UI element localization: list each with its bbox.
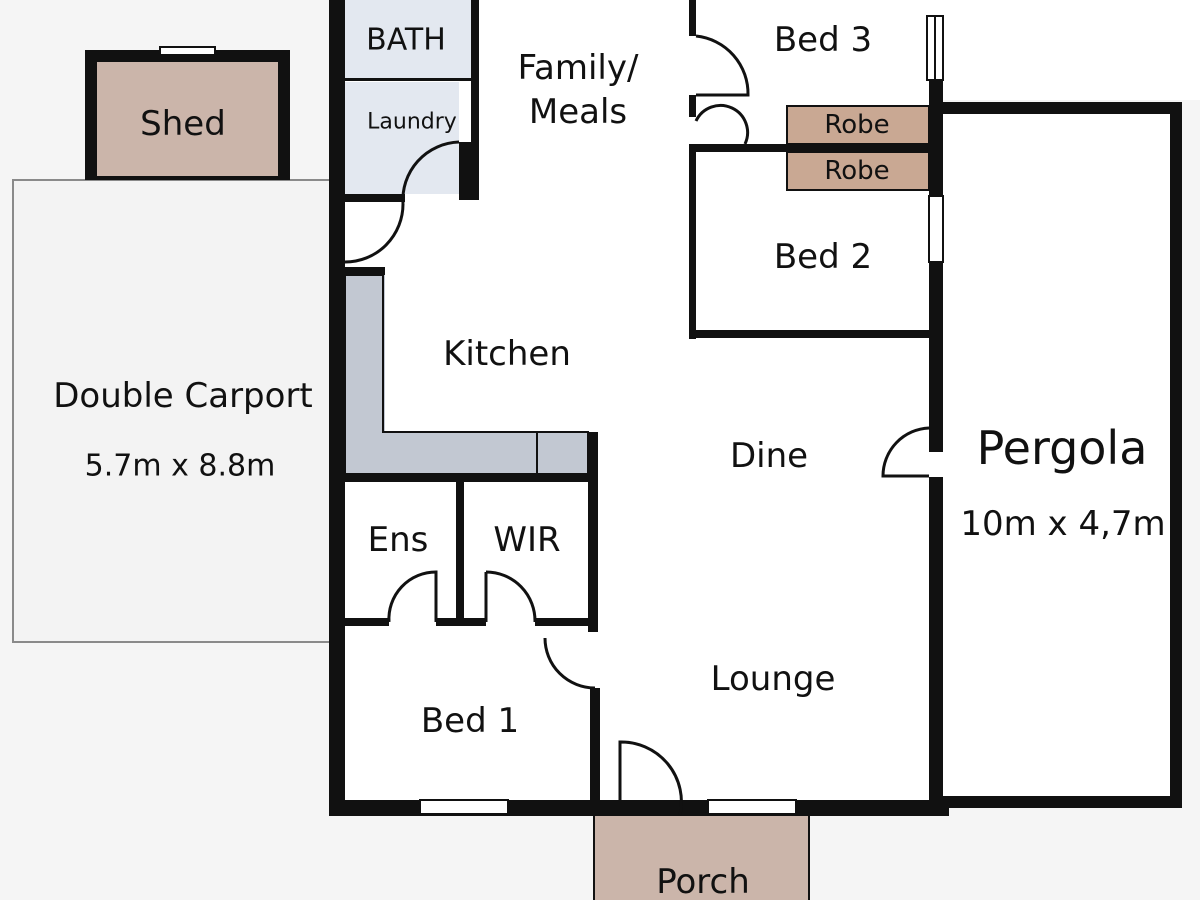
wall-ens-south-left — [345, 618, 389, 626]
meals-label: Meals — [529, 92, 627, 132]
carport-label: Double Carport — [53, 376, 313, 416]
bed1-label: Bed 1 — [421, 701, 519, 741]
lounge-label: Lounge — [711, 659, 836, 699]
bed2-window — [928, 195, 944, 263]
outdoor-strip — [941, 0, 1200, 100]
robe-lower-area — [786, 151, 930, 191]
wall-east — [929, 80, 943, 452]
wall-bed3-south — [689, 144, 935, 152]
wall-wir-east — [588, 432, 598, 632]
bed3-label: Bed 3 — [774, 20, 872, 60]
wall-bed2-south — [689, 330, 935, 338]
wall-ens-north — [345, 474, 598, 482]
laundry-label: Laundry — [367, 110, 457, 135]
wall-west — [329, 0, 345, 816]
laundry-internal-door[interactable] — [401, 140, 460, 205]
ens-label: Ens — [368, 520, 429, 560]
kitchen-label: Kitchen — [443, 334, 571, 374]
wall-bed2-west — [689, 144, 696, 339]
porch-label: Porch — [656, 862, 750, 900]
bed1-door[interactable] — [543, 637, 596, 690]
pergola-label: Pergola — [977, 421, 1148, 475]
pergola-size-label: 10m x 4,7m — [960, 504, 1165, 544]
laundry-door[interactable] — [344, 203, 405, 264]
robe-lower-label: Robe — [824, 156, 889, 186]
shed-label: Shed — [140, 104, 226, 144]
front-door[interactable] — [618, 740, 683, 816]
pergola-area — [941, 108, 1181, 808]
bath-label: BATH — [366, 23, 446, 58]
carport-size-label: 5.7m x 8.8m — [85, 449, 276, 484]
bed3-robe-door[interactable] — [694, 103, 750, 145]
wall-bed1-east — [590, 688, 600, 808]
pergola-bottom-wall — [941, 796, 1182, 808]
wall-ens-south-mid — [436, 618, 486, 626]
wall-bed3-west-mid — [689, 95, 696, 117]
wall-bed3-west — [689, 0, 696, 36]
robe-upper-label: Robe — [824, 110, 889, 140]
wir-label: WIR — [493, 520, 560, 560]
shed-area — [97, 62, 278, 176]
robe-upper-area — [786, 105, 930, 145]
pergola-top-wall — [941, 102, 1181, 114]
wir-door[interactable] — [484, 570, 537, 623]
pergola-door[interactable] — [881, 426, 930, 478]
wall-laundry-east — [459, 142, 473, 200]
kitchen-bench-bottom — [345, 433, 588, 473]
wall-ens-wir-divider — [456, 474, 464, 624]
dine-label: Dine — [730, 436, 808, 476]
wall-laundry-south — [345, 194, 405, 202]
bath-area — [345, 0, 471, 78]
bath-laundry-divider — [345, 78, 471, 81]
wall-bath-east — [471, 0, 479, 200]
pergola-right-wall — [1170, 102, 1182, 808]
ens-door[interactable] — [387, 570, 438, 623]
wall-wir-south — [535, 618, 598, 626]
laundry-area — [345, 82, 459, 194]
wall-kitchen-north — [345, 267, 385, 275]
porch-area — [593, 814, 810, 900]
bed2-label: Bed 2 — [774, 237, 872, 277]
shed-window — [159, 46, 216, 56]
bed3-door[interactable] — [695, 34, 750, 97]
bed1-window — [419, 799, 509, 815]
wall-east-lower — [929, 477, 943, 808]
family-label: Family/ — [518, 48, 639, 88]
lounge-window — [707, 799, 797, 815]
